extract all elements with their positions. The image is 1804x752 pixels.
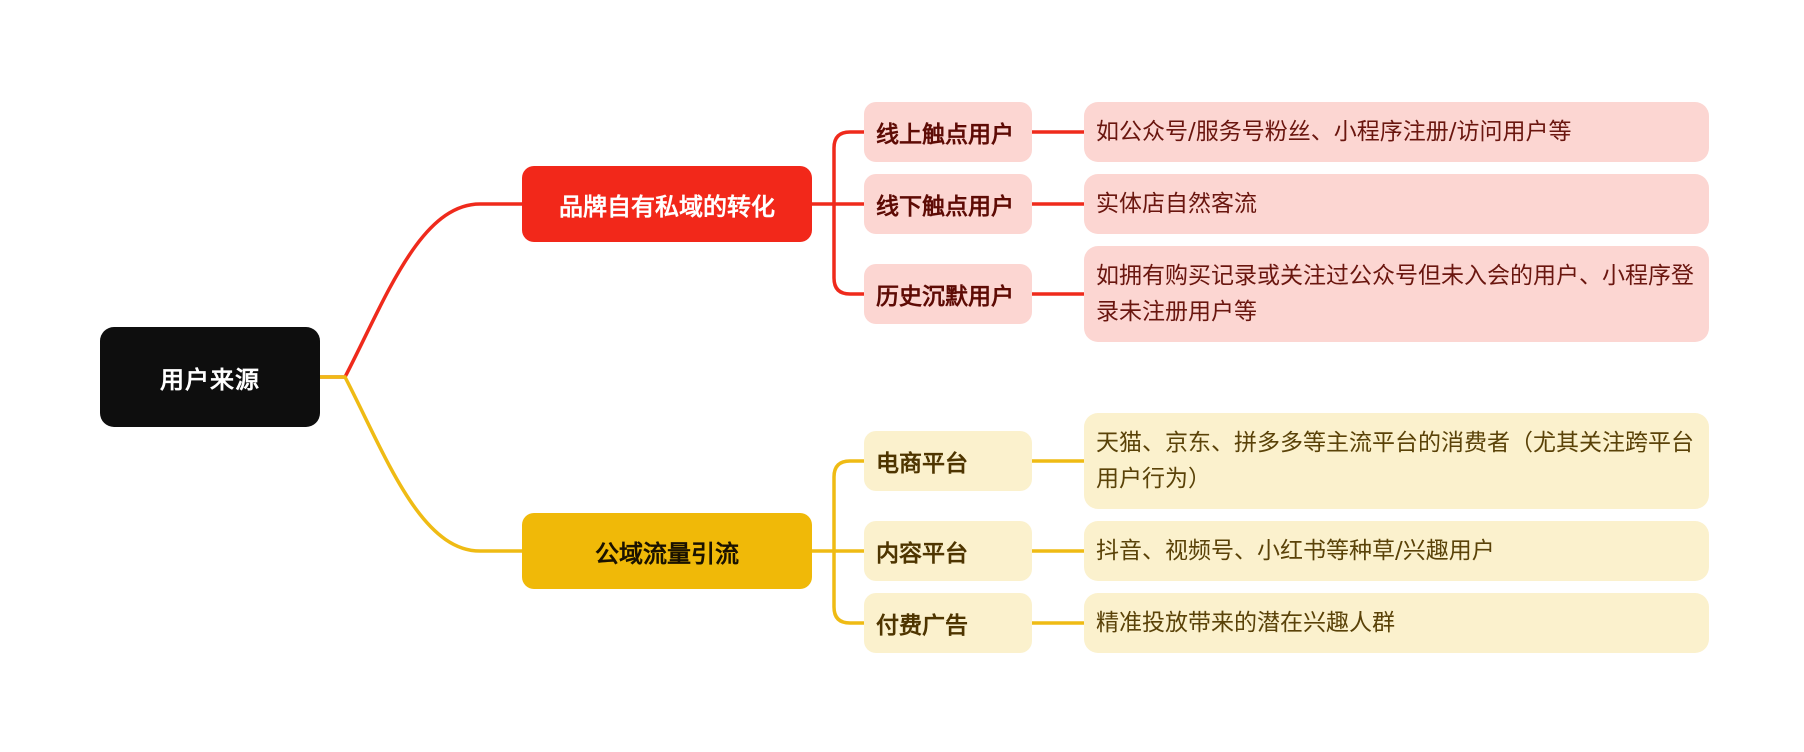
branch-private-label: 品牌自有私域的转化 (559, 192, 775, 221)
sub-offline-label: 线下触点用户 (876, 194, 1014, 220)
detail-ecommerce-platforms: 天猫、京东、拼多多等主流平台的消费者（尤其关注跨平台用户行为） (1084, 413, 1709, 509)
branch-private-domain: 品牌自有私域的转化 (522, 166, 812, 242)
sub-online-users: 线上触点用户 (864, 102, 1032, 162)
sub-content-platforms: 内容平台 (864, 521, 1032, 581)
sub-dormant-label: 历史沉默用户 (876, 284, 1014, 310)
sub-dormant-users: 历史沉默用户 (864, 264, 1032, 324)
sub-content-label: 内容平台 (876, 541, 968, 567)
sub-ads-label: 付费广告 (876, 613, 968, 639)
sub-ecommerce-label: 电商平台 (876, 451, 968, 477)
detail-content-platforms: 抖音、视频号、小红书等种草/兴趣用户 (1084, 521, 1709, 581)
detail-paid-ads: 精准投放带来的潜在兴趣人群 (1084, 593, 1709, 653)
detail-dormant-text: 如拥有购买记录或关注过公众号但未入会的用户、小程序登录未注册用户等 (1096, 263, 1694, 325)
detail-offline-users: 实体店自然客流 (1084, 174, 1709, 234)
link-root-to-private (320, 202, 522, 379)
link-root-to-public (320, 375, 522, 553)
detail-ads-text: 精准投放带来的潜在兴趣人群 (1096, 610, 1395, 636)
root-node: 用户来源 (100, 327, 320, 427)
sub-offline-users: 线下触点用户 (864, 174, 1032, 234)
sub-ecommerce-platforms: 电商平台 (864, 431, 1032, 491)
detail-ecommerce-text: 天猫、京东、拼多多等主流平台的消费者（尤其关注跨平台用户行为） (1096, 430, 1694, 492)
branch-public-label: 公域流量引流 (595, 539, 739, 568)
detail-dormant-users: 如拥有购买记录或关注过公众号但未入会的用户、小程序登录未注册用户等 (1084, 246, 1709, 342)
detail-content-text: 抖音、视频号、小红书等种草/兴趣用户 (1096, 538, 1495, 564)
sub-online-label: 线上触点用户 (876, 122, 1014, 148)
detail-online-users: 如公众号/服务号粉丝、小程序注册/访问用户等 (1084, 102, 1709, 162)
branch-public-traffic: 公域流量引流 (522, 513, 812, 589)
root-label: 用户来源 (160, 365, 260, 394)
sub-paid-ads: 付费广告 (864, 593, 1032, 653)
detail-online-text: 如公众号/服务号粉丝、小程序注册/访问用户等 (1096, 119, 1572, 145)
link-public-spine (812, 459, 864, 625)
link-private-spine (812, 130, 864, 296)
detail-offline-text: 实体店自然客流 (1096, 191, 1257, 217)
